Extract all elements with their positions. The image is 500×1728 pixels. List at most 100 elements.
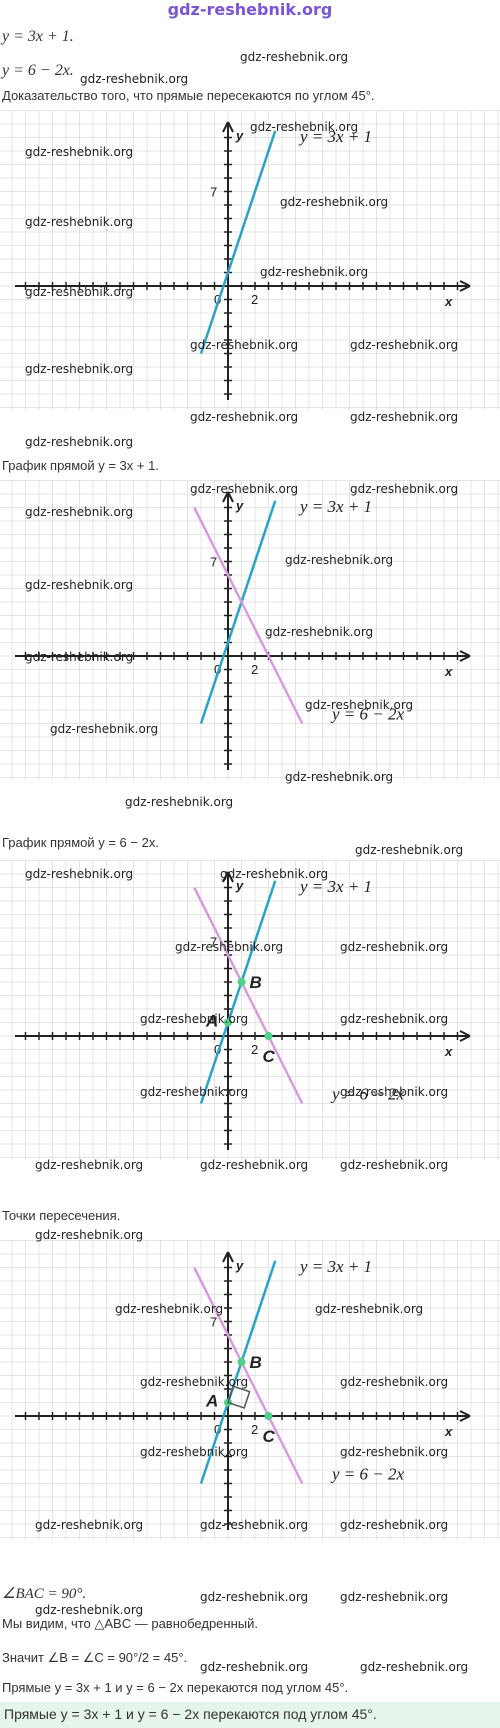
- watermark: gdz-reshebnik.org: [140, 1445, 249, 1459]
- y-axis-label: y: [235, 498, 244, 513]
- origin-label: 0: [214, 1422, 221, 1437]
- watermark: gdz-reshebnik.org: [25, 285, 134, 299]
- x-axis-arrow: [459, 1030, 471, 1042]
- watermark: gdz-reshebnik.org: [285, 770, 394, 784]
- x-tick-label: 2: [251, 292, 258, 307]
- point-c-label: C: [263, 1427, 276, 1446]
- watermark: gdz-reshebnik.org: [175, 940, 284, 954]
- y-tick-label: 7: [210, 185, 217, 200]
- watermark: gdz-reshebnik.org: [260, 265, 369, 279]
- watermark: gdz-reshebnik.org: [340, 1590, 449, 1604]
- watermark: gdz-reshebnik.org: [350, 482, 459, 496]
- watermark: gdz-reshebnik.org: [340, 1375, 449, 1389]
- point-c-label: C: [263, 1047, 276, 1066]
- final-answer-box: Прямые y = 3x + 1 и y = 6 − 2x перекаютс…: [0, 1702, 500, 1728]
- line-y-6-minus-2x: [193, 506, 304, 725]
- watermark: gdz-reshebnik.org: [340, 1012, 449, 1026]
- y-axis-label: y: [235, 1258, 244, 1273]
- watermark: gdz-reshebnik.org: [200, 1158, 309, 1172]
- watermark: gdz-reshebnik.org: [190, 482, 299, 496]
- x-axis-label: x: [444, 1044, 453, 1059]
- watermark: gdz-reshebnik.org: [340, 1445, 449, 1459]
- watermark: gdz-reshebnik.org: [140, 1012, 249, 1026]
- point-a-label: A: [205, 1392, 218, 1411]
- y-axis-label: y: [235, 878, 244, 893]
- watermark: gdz-reshebnik.org: [360, 1660, 469, 1674]
- conclusion-text: Прямые y = 3x + 1 и y = 6 − 2x перекаютс…: [2, 1680, 349, 1695]
- watermark: gdz-reshebnik.org: [25, 145, 134, 159]
- caption-graph1: График прямой y = 3x + 1.: [2, 458, 159, 473]
- watermark: gdz-reshebnik.org: [265, 625, 374, 639]
- watermark: gdz-reshebnik.org: [35, 1603, 144, 1617]
- line-y-3x-plus-1: [199, 130, 277, 354]
- watermark: gdz-reshebnik.org: [355, 843, 464, 857]
- origin-label: 0: [214, 662, 221, 677]
- y-tick-label: 7: [210, 1315, 217, 1330]
- x-axis-arrow: [459, 280, 471, 292]
- y-axis-arrow: [222, 871, 234, 883]
- watermark: gdz-reshebnik.org: [220, 867, 329, 881]
- y-axis-label: y: [235, 128, 244, 143]
- line-y-3x-plus-1: [199, 500, 277, 724]
- watermark: gdz-reshebnik.org: [350, 338, 459, 352]
- site-header-watermark: gdz-reshebnik.org: [167, 0, 333, 19]
- line2-label: y = 6 − 2x: [330, 704, 404, 723]
- x-tick-label: 2: [251, 662, 258, 677]
- point-b-label: B: [250, 1353, 262, 1372]
- point-a-label: A: [205, 1012, 218, 1031]
- y-tick-label: 7: [210, 935, 217, 950]
- watermark: gdz-reshebnik.org: [315, 1302, 424, 1316]
- origin-label: 0: [214, 292, 221, 307]
- watermark: gdz-reshebnik.org: [200, 1590, 309, 1604]
- intersection-point: [224, 1018, 232, 1027]
- watermark: gdz-reshebnik.org: [25, 435, 134, 449]
- watermark: gdz-reshebnik.org: [340, 940, 449, 954]
- line2-label: y = 6 − 2x: [330, 1084, 404, 1103]
- line2-label: y = 6 − 2x: [330, 1464, 404, 1483]
- line-y-6-minus-2x: [193, 886, 304, 1105]
- watermark: gdz-reshebnik.org: [280, 195, 389, 209]
- watermark: gdz-reshebnik.org: [25, 578, 134, 592]
- x-axis-label: x: [444, 294, 453, 309]
- watermark: gdz-reshebnik.org: [25, 215, 134, 229]
- equation-line2: y = 6 − 2x.: [2, 62, 74, 79]
- watermark: gdz-reshebnik.org: [285, 553, 394, 567]
- point-b-label: B: [250, 973, 262, 992]
- final-answer-text: Прямые y = 3x + 1 и y = 6 − 2x перекаютс…: [4, 1706, 377, 1722]
- watermark: gdz-reshebnik.org: [250, 120, 359, 134]
- watermark: gdz-reshebnik.org: [200, 1660, 309, 1674]
- y-axis-arrow: [222, 121, 234, 133]
- watermark: gdz-reshebnik.org: [340, 1085, 449, 1099]
- line-y-6-minus-2x: [193, 1266, 304, 1485]
- right-angle-mark: [227, 1385, 251, 1409]
- x-axis-arrow: [459, 1410, 471, 1422]
- intersection-point: [264, 1032, 273, 1040]
- x-tick-label: 2: [251, 1422, 258, 1437]
- watermark: gdz-reshebnik.org: [340, 1518, 449, 1532]
- watermark: gdz-reshebnik.org: [190, 338, 299, 352]
- proof-intro: Доказательство того, что прямые пересека…: [2, 88, 375, 103]
- line1-label: y = 3x + 1: [298, 877, 372, 896]
- y-axis-arrow: [222, 1251, 234, 1263]
- watermark: gdz-reshebnik.org: [350, 410, 459, 424]
- y-tick-label: 7: [210, 555, 217, 570]
- intersection-point: [264, 1412, 273, 1420]
- line-y-3x-plus-1: [199, 1260, 277, 1484]
- x-tick-label: 2: [251, 1042, 258, 1057]
- x-axis-arrow: [459, 650, 471, 662]
- watermark: gdz-reshebnik.org: [50, 722, 159, 736]
- watermark: gdz-reshebnik.org: [25, 362, 134, 376]
- watermark: gdz-reshebnik.org: [190, 410, 299, 424]
- watermark: gdz-reshebnik.org: [340, 1158, 449, 1172]
- watermark: gdz-reshebnik.org: [240, 50, 349, 64]
- caption-graph2: График прямой y = 6 − 2x.: [2, 835, 159, 850]
- watermark: gdz-reshebnik.org: [305, 698, 414, 712]
- watermark: gdz-reshebnik.org: [25, 505, 134, 519]
- watermark: gdz-reshebnik.org: [35, 1518, 144, 1532]
- intersection-point: [237, 978, 246, 986]
- watermark: gdz-reshebnik.org: [35, 1158, 144, 1172]
- watermark: gdz-reshebnik.org: [35, 1228, 144, 1242]
- caption-graph3: Точки пересечения.: [2, 1208, 121, 1223]
